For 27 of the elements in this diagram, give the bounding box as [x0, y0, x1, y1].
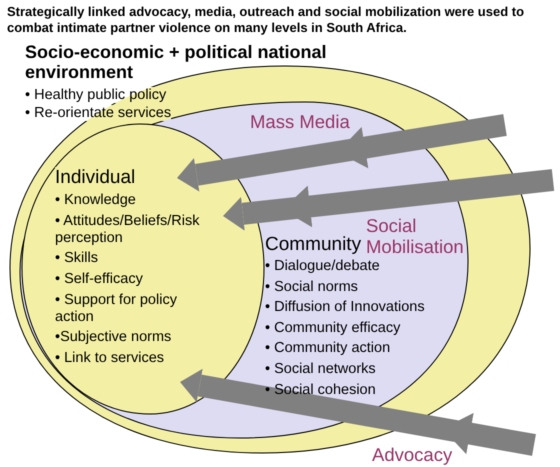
level-heading: Socio-economic + political national environment: [25, 42, 328, 82]
bullet-item: • Social cohesion: [265, 382, 376, 399]
level-heading: Community: [265, 234, 362, 256]
edge-label: Mass Media: [250, 111, 350, 132]
bullet-item: • Link to services: [55, 350, 164, 368]
bullet-item: • Knowledge: [55, 192, 136, 209]
arrow: [177, 114, 507, 192]
bullet-item: • Diffusion of Innovations: [265, 299, 425, 316]
bullet-item: • Social networks: [265, 360, 376, 378]
arrow: [223, 169, 554, 230]
level-heading: Individual: [55, 167, 136, 189]
bullet-item: • Healthy public policy: [25, 86, 166, 104]
edge-label: Social Mobilisation: [366, 215, 465, 257]
bullet-item: • Attitudes/Beliefs/Risk perception: [55, 212, 200, 247]
bullet-item: • Social norms: [265, 278, 358, 296]
middle-ellipse: [20, 102, 468, 438]
title: Strategically linked advocacy, media, outreach and social mobilization were used to combat intimate partner violence on many levels in South Africa.: [7, 4, 526, 36]
bullet-item: • Skills: [55, 250, 98, 268]
bullet-item: • Support for policy action: [55, 292, 178, 326]
bullet-item: • Dialogue/debate: [265, 258, 380, 275]
bullet-item: • Re-orientate services: [25, 104, 172, 122]
edge-label: Advocacy: [372, 444, 452, 465]
bullet-item: • Self-efficacy: [55, 271, 143, 288]
arrow: [180, 368, 536, 456]
bullet-item: • Community action: [265, 340, 390, 358]
bullet-item: • Community efficacy: [265, 320, 400, 337]
bullet-item: •Subjective norms: [55, 329, 172, 346]
